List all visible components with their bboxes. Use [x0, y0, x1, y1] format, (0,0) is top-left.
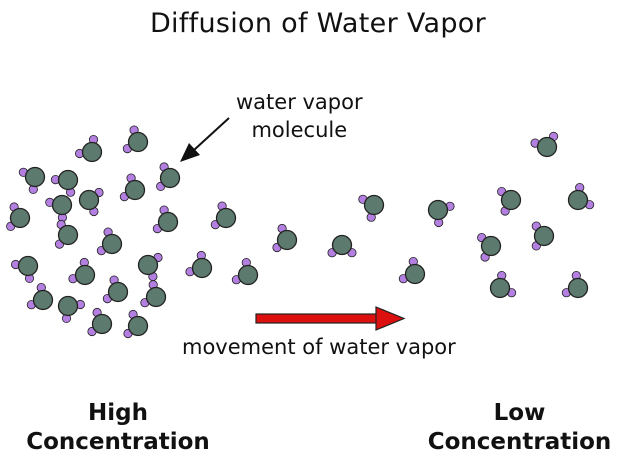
callout-pointer-arrow: [180, 117, 230, 162]
low-concentration-label: Low Concentration: [417, 399, 622, 457]
oxygen-atom: [57, 295, 79, 317]
oxygen-atom: [145, 286, 167, 308]
water-molecule: [50, 169, 79, 197]
oxygen-atom: [57, 224, 79, 246]
water-molecule: [531, 221, 555, 251]
diagram-title: Diffusion of Water Vapor: [149, 8, 487, 39]
oxygen-atom: [24, 166, 46, 188]
oxygen-atom: [51, 194, 73, 216]
oxygen-atom: [500, 189, 522, 211]
oxygen-atom: [127, 315, 149, 337]
oxygen-atom: [404, 263, 426, 285]
water-molecule: [57, 295, 86, 323]
oxygen-atom: [101, 233, 123, 255]
water-molecule: [210, 201, 237, 230]
water-molecule: [54, 219, 79, 249]
water-molecule: [327, 234, 357, 258]
water-molecule: [561, 270, 589, 299]
oxygen-atom: [57, 169, 79, 191]
water-molecule: [26, 282, 54, 311]
water-molecule: [68, 257, 96, 286]
oxygen-atom: [81, 141, 103, 163]
oxygen-atom: [215, 207, 237, 229]
oxygen-atom: [331, 234, 353, 256]
oxygen-atom: [32, 289, 54, 311]
oxygen-atom: [17, 255, 39, 277]
oxygen-atom: [107, 281, 129, 303]
water-molecule: [123, 309, 149, 339]
high-label-line-2: Concentration: [26, 429, 210, 455]
oxygen-atom: [159, 167, 181, 189]
water-molecule: [87, 307, 113, 337]
oxygen-atom: [137, 254, 159, 276]
oxygen-atom: [191, 257, 213, 279]
oxygen-atom: [9, 207, 31, 229]
callout-line-2: molecule: [251, 118, 348, 142]
water-molecule: [18, 166, 46, 194]
oxygen-atom: [363, 194, 385, 216]
oxygen-atom: [74, 264, 96, 286]
molecule-callout-label: water vapor molecule: [236, 88, 363, 144]
water-molecule: [567, 183, 595, 211]
water-molecule: [119, 173, 146, 202]
molecule-group: [6, 125, 595, 339]
oxygen-atom: [237, 264, 259, 286]
water-molecule: [152, 205, 179, 234]
high-concentration-label: High Concentration: [18, 399, 218, 457]
movement-arrow: [255, 306, 406, 331]
low-label-line-2: Concentration: [427, 429, 612, 455]
water-molecule: [398, 256, 426, 285]
water-molecule: [140, 280, 167, 308]
water-molecule: [102, 275, 129, 304]
water-molecule: [489, 270, 517, 299]
oxygen-atom: [489, 277, 511, 299]
oxygen-atom: [533, 225, 555, 247]
oxygen-atom: [567, 189, 589, 211]
oxygen-atom: [536, 136, 558, 158]
callout-line-1: water vapor: [236, 90, 363, 114]
movement-label: movement of water vapor: [182, 335, 456, 359]
oxygen-atom: [276, 229, 298, 251]
water-molecule: [272, 223, 298, 253]
water-molecule: [6, 202, 31, 231]
oxygen-atom: [427, 199, 449, 221]
water-molecule: [358, 194, 385, 222]
low-label-line-1: Low: [493, 400, 546, 426]
water-molecule: [122, 125, 149, 154]
water-molecule: [156, 162, 181, 191]
high-label-line-1: High: [88, 400, 148, 426]
water-molecule: [497, 187, 522, 216]
oxygen-atom: [567, 277, 589, 299]
water-molecule: [96, 227, 123, 256]
water-molecule: [185, 250, 213, 279]
water-molecule: [231, 257, 259, 286]
oxygen-atom: [157, 211, 179, 233]
water-molecule: [78, 187, 104, 217]
water-molecule: [137, 252, 163, 282]
oxygen-atom: [124, 179, 146, 201]
water-molecule: [75, 135, 103, 163]
oxygen-atom: [91, 313, 113, 335]
oxygen-atom: [78, 189, 100, 211]
oxygen-atom: [480, 235, 502, 257]
oxygen-atom: [127, 131, 149, 153]
water-molecule: [477, 233, 502, 262]
water-molecule: [530, 131, 559, 158]
water-molecule: [11, 255, 39, 283]
water-molecule: [45, 194, 73, 223]
water-molecule: [427, 199, 455, 228]
